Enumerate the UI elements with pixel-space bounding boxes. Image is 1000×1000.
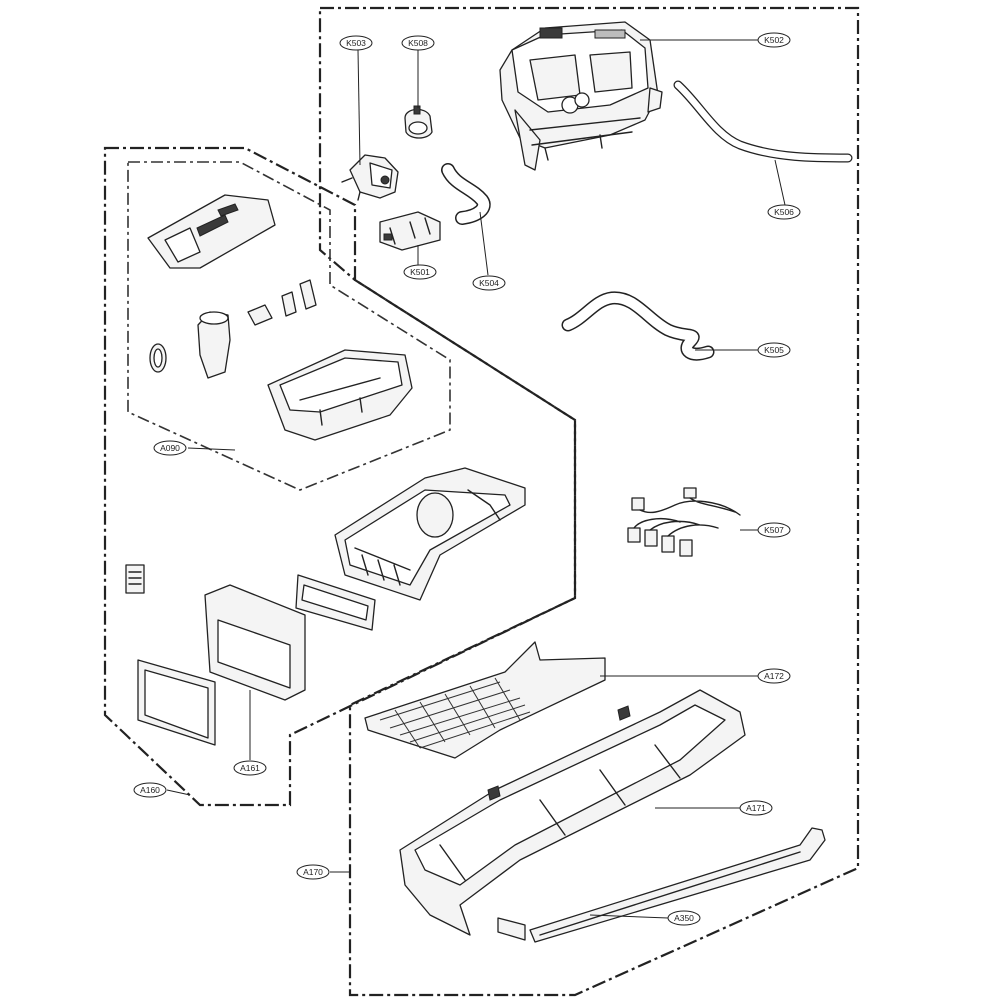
a170-parts: [364, 641, 826, 943]
callout-k506-label: K506: [774, 207, 794, 217]
callout-a161: A161: [233, 760, 267, 776]
callout-k505-label: K505: [764, 345, 784, 355]
callout-k507-label: K507: [764, 525, 784, 535]
k501-part: [379, 211, 441, 251]
k507-part: [627, 487, 741, 557]
callout-k506: K506: [767, 204, 801, 220]
callout-a170: A170: [296, 864, 330, 880]
callout-k504: K504: [472, 275, 506, 291]
k505-part: [561, 291, 715, 361]
k506-part: [673, 80, 853, 163]
callout-k508: K508: [401, 35, 435, 51]
k500-group-outline: [318, 6, 860, 997]
callout-k503: K503: [339, 35, 373, 51]
callout-a350-label: A350: [674, 913, 694, 923]
k503-part: [341, 154, 399, 201]
callout-a160: A160: [133, 782, 167, 798]
callout-k502: K502: [757, 32, 791, 48]
k502-part: [499, 21, 663, 171]
leader-lines: [166, 39, 786, 919]
callout-a171-label: A171: [746, 803, 766, 813]
callout-k503-label: K503: [346, 38, 366, 48]
callout-a160-label: A160: [140, 785, 160, 795]
a090-group-outline: [127, 161, 451, 491]
callout-k508-label: K508: [408, 38, 428, 48]
callout-a090: A090: [153, 440, 187, 456]
callout-k501-label: K501: [410, 267, 430, 277]
callout-k505: K505: [757, 342, 791, 358]
callout-a172-label: A172: [764, 671, 784, 681]
a090-parts: [147, 194, 413, 441]
callout-a161-label: A161: [240, 763, 260, 773]
callout-k507: K507: [757, 522, 791, 538]
k504-part: [441, 163, 491, 225]
a160-drawer-parts: [125, 467, 526, 746]
callout-a170-label: A170: [303, 867, 323, 877]
callout-k502-label: K502: [764, 35, 784, 45]
callout-a090-label: A090: [160, 443, 180, 453]
k508-part: [404, 105, 433, 139]
callout-k504-label: K504: [479, 278, 499, 288]
callout-a171: A171: [739, 800, 773, 816]
callout-a172: A172: [757, 668, 791, 684]
callout-a350: A350: [667, 910, 701, 926]
a160-group-outline: [103, 146, 577, 807]
callout-k501: K501: [403, 264, 437, 280]
